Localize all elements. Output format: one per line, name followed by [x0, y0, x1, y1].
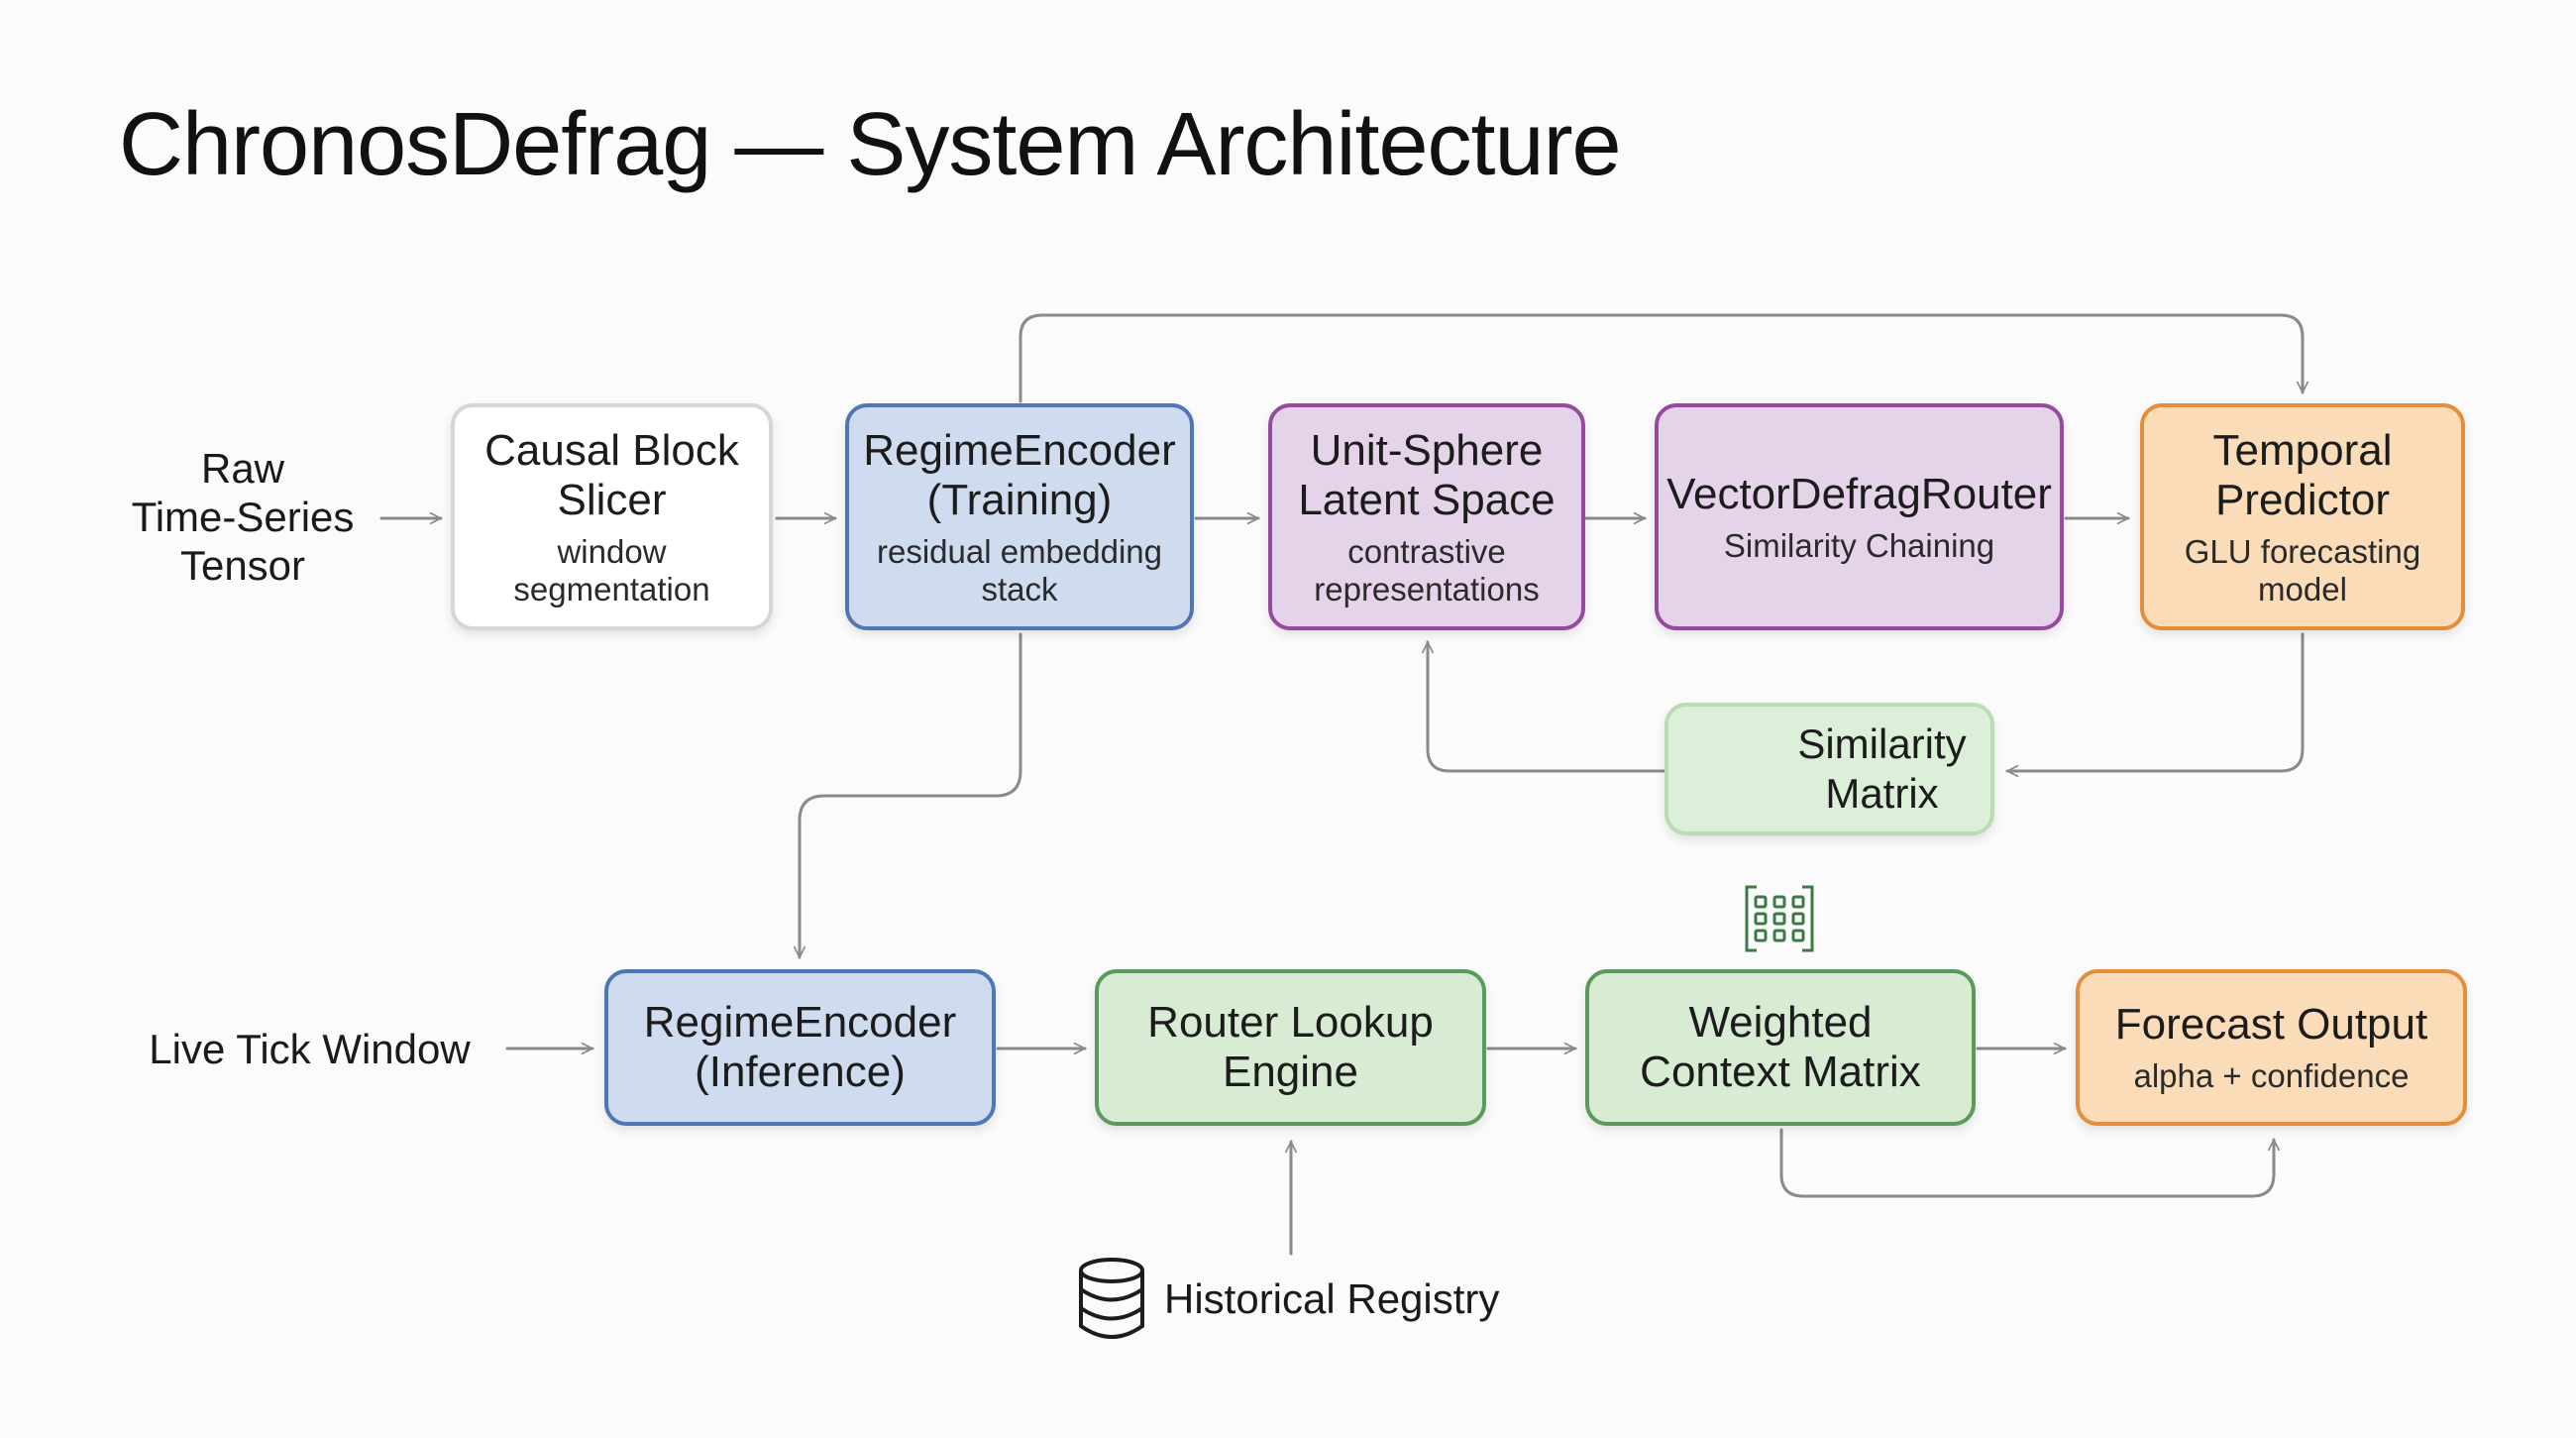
- node-title: Unit-Sphere Latent Space: [1298, 425, 1556, 524]
- node-similarity-matrix[interactable]: Similarity Matrix: [1664, 703, 1994, 835]
- node-title: VectorDefragRouter: [1666, 469, 2052, 518]
- database-icon: [1079, 1258, 1144, 1339]
- node-title: Forecast Output: [2114, 1000, 2428, 1049]
- edge-predictor-to-similarity: [2005, 632, 2305, 778]
- node-unit-sphere-latent-space[interactable]: Unit-Sphere Latent Space contrastive rep…: [1268, 403, 1585, 630]
- node-subtitle: alpha + confidence: [2133, 1057, 2410, 1094]
- node-temporal-predictor[interactable]: Temporal Predictor GLU forecasting model: [2140, 403, 2465, 630]
- node-subtitle: window segmentation: [513, 532, 710, 608]
- edge-encoder-skip-to-predictor: [1019, 313, 2309, 403]
- node-regime-encoder-inference[interactable]: RegimeEncoder (Inference): [604, 969, 996, 1126]
- node-title: RegimeEncoder (Training): [863, 425, 1176, 524]
- edge-weighted-to-output-loop: [1779, 1128, 2281, 1198]
- node-causal-block-slicer[interactable]: Causal Block Slicer window segmentation: [451, 403, 773, 630]
- edge-encoder-train-to-infer: [793, 632, 1022, 959]
- node-regime-encoder-training[interactable]: RegimeEncoder (Training) residual embedd…: [845, 403, 1194, 630]
- node-title: RegimeEncoder (Inference): [643, 998, 957, 1096]
- node-weighted-context-matrix[interactable]: Weighted Context Matrix: [1585, 969, 1976, 1126]
- node-title: Weighted Context Matrix: [1640, 998, 1921, 1096]
- input-live-tick-window: Live Tick Window: [149, 1026, 471, 1072]
- node-title: Similarity Matrix: [1797, 720, 1967, 817]
- input-raw-time-series-tensor: Raw Time-Series Tensor: [131, 445, 355, 589]
- node-vector-defrag-router[interactable]: VectorDefragRouter Similarity Chaining: [1655, 403, 2064, 630]
- historical-registry-label: Historical Registry: [1164, 1275, 1500, 1322]
- edge-similarity-to-latent: [1421, 640, 1668, 773]
- node-subtitle: Similarity Chaining: [1723, 526, 1995, 564]
- node-subtitle: residual embedding stack: [876, 532, 1163, 608]
- node-title: Router Lookup Engine: [1147, 998, 1434, 1096]
- node-title: Temporal Predictor: [2212, 425, 2393, 524]
- node-router-lookup-engine[interactable]: Router Lookup Engine: [1095, 969, 1486, 1126]
- node-subtitle: GLU forecasting model: [2184, 532, 2421, 608]
- node-forecast-output[interactable]: Forecast Output alpha + confidence: [2076, 969, 2467, 1126]
- page-title: ChronosDefrag — System Architecture: [119, 95, 1622, 194]
- node-title: Causal Block Slicer: [484, 425, 739, 524]
- node-subtitle: contrastive representations: [1314, 532, 1540, 608]
- matrix-grid-icon: [1745, 885, 1814, 952]
